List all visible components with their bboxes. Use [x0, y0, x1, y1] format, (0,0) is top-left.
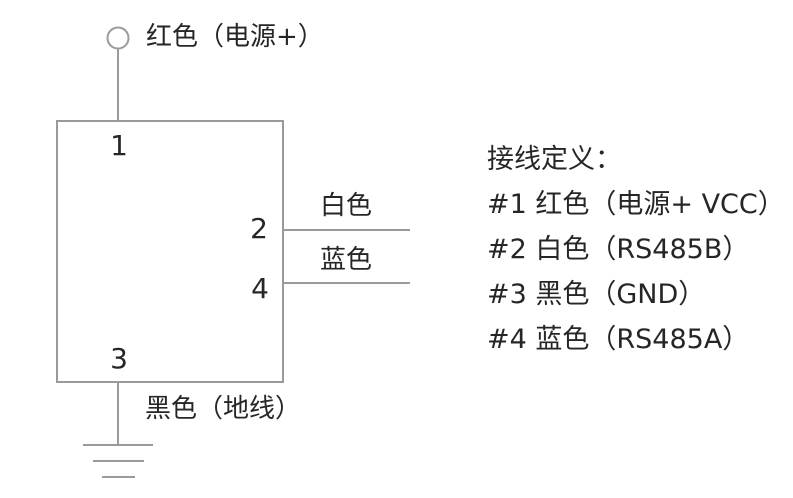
legend-entry-pin4: #4 蓝色（RS485A） [487, 324, 750, 355]
power-terminal-label: 红色（电源+） [146, 22, 324, 52]
device-box [56, 120, 284, 383]
legend-entry-pin2: #2 白色（RS485B） [487, 234, 750, 265]
pin3-number: 3 [110, 342, 128, 375]
ground-wire-label: 黑色（地线） [145, 394, 302, 424]
blue-wire-label: 蓝色 [320, 245, 373, 275]
legend-entry-pin3: #3 黑色（GND） [487, 279, 706, 310]
pin2-number: 2 [250, 212, 268, 245]
power-terminal-icon [106, 26, 130, 50]
pin4-number: 4 [251, 272, 269, 305]
legend-title: 接线定义： [487, 144, 622, 175]
legend-entry-pin1: #1 红色（电源+ VCC） [487, 189, 785, 220]
legend-block: 接线定义： #1 红色（电源+ VCC） #2 白色（RS485B） #3 黑色… [487, 137, 785, 362]
pin1-number: 1 [110, 129, 128, 162]
white-wire-label: 白色 [320, 191, 373, 221]
ground-icon [83, 444, 153, 478]
